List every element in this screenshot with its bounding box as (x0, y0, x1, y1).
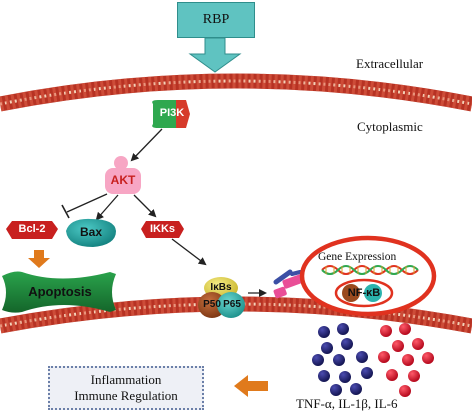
arrow-akt-ikks (133, 194, 157, 218)
arrow-pi3k-akt (130, 128, 163, 162)
rbp-label: RBP (202, 12, 230, 27)
apoptosis-node (2, 271, 116, 313)
top-membrane (0, 73, 472, 112)
pi3k-label: PI3K (159, 107, 185, 119)
inhibit-akt-bcl2 (61, 193, 108, 219)
nfkb-p65-dot (364, 284, 382, 302)
inflammation-box: Inflammation Immune Regulation (48, 366, 204, 410)
p65-label: P65 (223, 299, 241, 310)
bax-label: Bax (79, 225, 102, 239)
cytokines-label: TNF-α, IL-1β, IL-6 (296, 396, 398, 411)
nfkb-p50-dot (342, 284, 360, 302)
bcl2-node (6, 221, 58, 239)
nfkb-label: NF-κB (347, 287, 381, 299)
p50-label: P50 (203, 299, 221, 310)
ikks-node (141, 221, 184, 238)
bax-node (66, 218, 116, 247)
arrow-akt-bax (95, 194, 119, 221)
akt-label: AKT (110, 173, 136, 187)
cytoplasmic-label: Cytoplasmic (357, 119, 423, 134)
rbp-block-arrow (188, 37, 242, 73)
immune-regulation-label: Immune Regulation (74, 388, 178, 403)
pi3k-node (152, 100, 190, 128)
ikbs-complex (198, 277, 245, 318)
receptor-icon (273, 269, 304, 299)
bcl2-label: Bcl-2 (18, 223, 46, 235)
orange-arrow-apoptosis (28, 250, 50, 268)
rbp-box: RBP (177, 2, 255, 38)
inflammation-label: Inflammation (90, 372, 162, 387)
orange-arrow-inflammation (234, 375, 268, 397)
arrow-ikks-ikbs (171, 238, 207, 266)
dna-helix-icon (321, 265, 419, 275)
ikks-label: IKKs (149, 223, 176, 235)
apoptosis-label: Apoptosis (28, 284, 92, 299)
cytokine-cluster (312, 323, 434, 397)
akt-node (105, 156, 141, 194)
ikbs-label: IκBs (210, 282, 232, 293)
gene-expression-label: Gene Expression (318, 251, 397, 263)
extracellular-label: Extracellular (356, 56, 424, 71)
